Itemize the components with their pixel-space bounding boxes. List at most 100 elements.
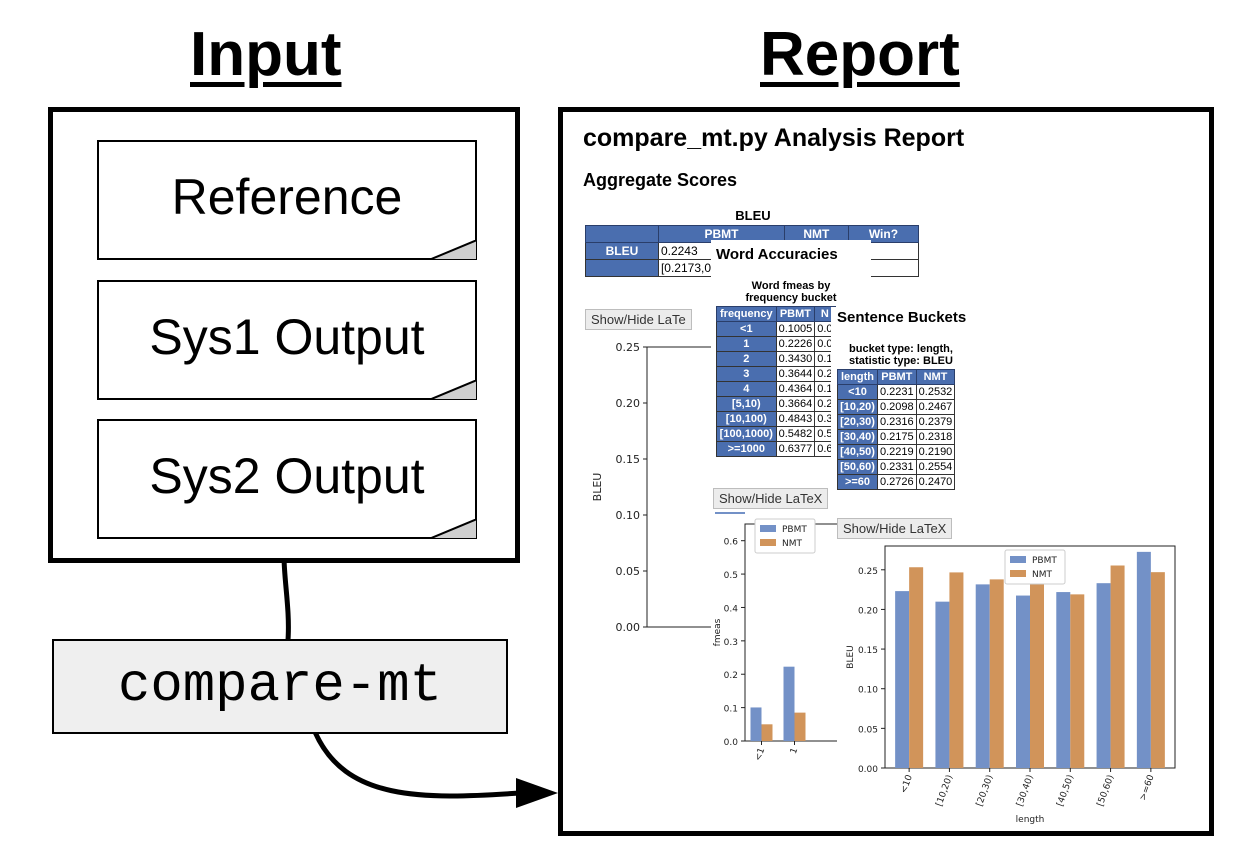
word-header-frequency: frequency — [716, 306, 777, 322]
word-row-label: 1 — [716, 336, 777, 352]
word-pbmt-cell: 0.3664 — [775, 396, 816, 412]
sentence-header-length: length — [837, 369, 878, 385]
word-pbmt-cell: 0.4843 — [775, 411, 816, 427]
sentence-row-label: [20,30) — [837, 414, 878, 430]
y-tick-label: 0.5 — [724, 571, 738, 581]
word-row-label: [10,100) — [716, 411, 777, 427]
show-hide-latex-button-3[interactable]: Show/Hide LaTeX — [837, 518, 953, 539]
sys2-output-label: Sys2 Output — [149, 448, 425, 504]
word-pbmt-cell: 0.6377 — [775, 441, 816, 457]
sentence-row-label: <10 — [837, 384, 878, 400]
sentence-pbmt-cell: 0.2231 — [877, 384, 917, 400]
sentence-nmt-cell: 0.2554 — [915, 459, 956, 475]
input-panel: Reference Sys1 Output Sys2 Output — [48, 107, 520, 563]
y-tick-label: 0.25 — [616, 341, 641, 354]
legend-swatch — [1010, 556, 1026, 563]
legend-swatch — [760, 539, 776, 546]
y-tick-label: 0.2 — [724, 671, 738, 681]
report-title: compare_mt.py Analysis Report — [583, 124, 965, 152]
word-pbmt-cell: 0.1005 — [775, 321, 816, 337]
sentence-row-label: [10,20) — [837, 399, 878, 415]
legend-label: NMT — [782, 539, 802, 549]
sentence-nmt-cell: 0.2318 — [915, 429, 956, 445]
sentence-buckets-title: Sentence Buckets — [837, 309, 967, 326]
y-tick-label: 0.05 — [616, 565, 641, 578]
input-heading: Input — [190, 20, 342, 89]
bleu-row-label: BLEU — [585, 242, 659, 260]
bar — [935, 601, 950, 768]
sys2-output-doc: Sys2 Output — [97, 419, 477, 539]
bleu-table-caption: BLEU — [735, 208, 771, 223]
word-pbmt-cell: 0.2226 — [775, 336, 816, 352]
word-row-label: 4 — [716, 381, 777, 397]
x-tick-label: [40,50) — [1055, 774, 1076, 808]
bar — [975, 584, 990, 768]
bar — [1150, 572, 1165, 768]
word-row-label: >=1000 — [716, 441, 777, 457]
sentence-caption-line2: statistic type: BLEU — [849, 355, 953, 367]
word-pbmt-cell: 0.5482 — [775, 426, 816, 442]
y-tick-label: 0.00 — [858, 765, 878, 775]
bleu-header-pbmt: PBMT — [657, 225, 785, 243]
word-accuracies-title: Word Accuracies — [716, 246, 838, 263]
y-tick-label: 0.20 — [858, 606, 878, 616]
bar — [783, 666, 795, 741]
report-panel: compare_mt.py Analysis Report Aggregate … — [558, 107, 1214, 836]
compare-mt-command: compare-mt — [52, 639, 508, 734]
legend-label: PBMT — [1032, 556, 1057, 566]
sentence-nmt-cell: 0.2470 — [915, 474, 956, 490]
x-tick-label: [10,20) — [935, 774, 956, 808]
y-axis-label: BLEU — [591, 473, 604, 502]
sentence-pbmt-cell: 0.2219 — [877, 444, 917, 460]
x-tick-label: <1 — [753, 747, 767, 763]
y-axis-label: fmeas — [713, 618, 723, 646]
y-tick-label: 0.3 — [724, 638, 738, 648]
show-hide-latex-button-2[interactable]: Show/Hide LaTeX — [713, 488, 829, 509]
word-pbmt-cell: 0.3430 — [775, 351, 816, 367]
show-hide-latex-button-1[interactable]: Show/Hide LaTe — [585, 309, 692, 330]
sentence-row-label: >=60 — [837, 474, 878, 490]
word-nmt-cell: 0.2 — [814, 396, 836, 412]
bleu-header-nmt: NMT — [783, 225, 849, 243]
sys1-output-label: Sys1 Output — [149, 309, 425, 365]
bar — [1096, 583, 1111, 768]
page-curl-icon — [429, 519, 477, 539]
sentence-pbmt-cell: 0.2316 — [877, 414, 917, 430]
page-curl-icon — [429, 380, 477, 400]
x-tick-label: >=60 — [1138, 773, 1157, 802]
sentence-pbmt-cell: 0.2098 — [877, 399, 917, 415]
sentence-nmt-cell: 0.2467 — [915, 399, 956, 415]
y-tick-label: 0.00 — [616, 621, 641, 634]
legend-swatch — [760, 525, 776, 532]
sentence-pbmt-cell: 0.2175 — [877, 429, 917, 445]
sentence-caption-line1: bucket type: length, — [849, 343, 953, 355]
sentence-header-pbmt: PBMT — [877, 369, 917, 385]
bar — [895, 591, 910, 768]
word-row-label: 3 — [716, 366, 777, 382]
word-pbmt-cell: 0.4364 — [775, 381, 816, 397]
y-tick-label: 0.05 — [858, 725, 878, 735]
bleu-interval-label — [585, 259, 659, 277]
word-row-label: 2 — [716, 351, 777, 367]
x-tick-label: [20,30) — [975, 774, 996, 808]
sentence-nmt-cell: 0.2379 — [915, 414, 956, 430]
bar — [794, 712, 806, 741]
bar — [750, 707, 762, 741]
word-caption-line2: frequency bucket — [745, 292, 837, 304]
